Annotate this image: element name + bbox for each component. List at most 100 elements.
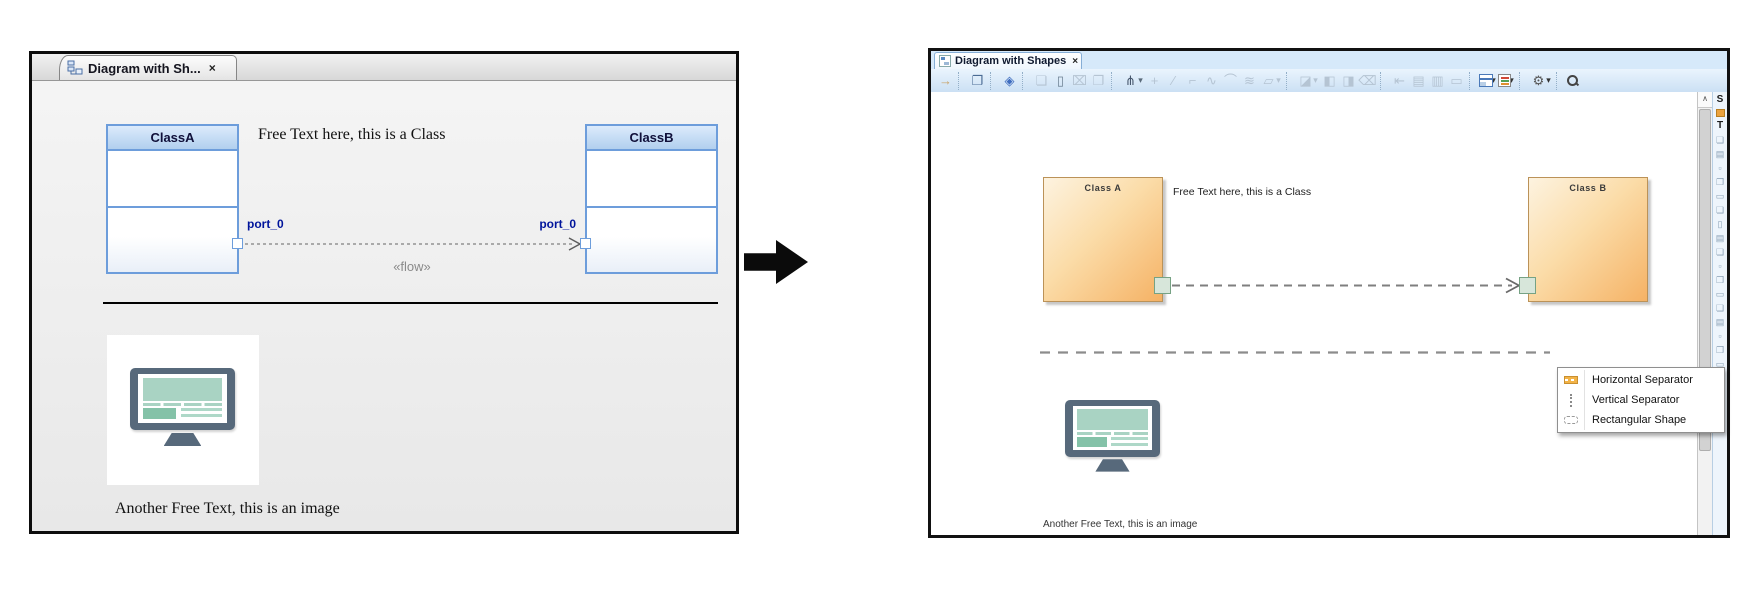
menu-item-label: Rectangular Shape [1592, 414, 1687, 426]
dropdown-caret[interactable]: ▾ [1509, 75, 1514, 85]
toolbar-separator [1519, 71, 1526, 90]
dropdown-caret[interactable]: ▾ [1546, 75, 1551, 85]
line-curve-icon[interactable]: ⌒ [1223, 73, 1237, 88]
dropdown-caret[interactable]: ▾ [1313, 75, 1318, 85]
reroute-icon[interactable]: ▱ [1263, 73, 1274, 88]
classA-box[interactable]: ClassA [106, 124, 239, 274]
palette-shape-icon[interactable] [1715, 109, 1725, 117]
scrollbar-thumb[interactable] [1699, 109, 1711, 451]
palette-tool-icon[interactable]: ▭ [1715, 359, 1725, 369]
classB-compartment-divider [587, 206, 716, 208]
left-diagram-tab[interactable]: Diagram with Sh... × [59, 55, 237, 80]
zoom-search-icon[interactable] [1566, 74, 1579, 87]
clone-icon[interactable]: ❐ [1092, 73, 1105, 88]
hierarchy-icon[interactable]: ⋔ [1125, 73, 1136, 88]
related-elements-icon[interactable]: ❐ [971, 73, 984, 88]
menu-item-vertical-separator[interactable]: Vertical Separator [1558, 390, 1724, 410]
add-shape-icon[interactable]: + [1150, 73, 1159, 88]
palette-tool-icon[interactable]: ▫ [1718, 163, 1722, 173]
layout-grid-icon[interactable]: ▤ [1412, 73, 1425, 88]
horizontal-separator-shape[interactable] [1040, 350, 1552, 356]
classA-port[interactable] [232, 238, 243, 249]
right-tab-label: Diagram with Shapes [955, 55, 1067, 67]
classA-port-label[interactable]: port_0 [247, 217, 284, 231]
layout-columns-icon[interactable]: ▥ [1431, 73, 1444, 88]
line-straight-icon[interactable]: ∕ [1172, 73, 1175, 88]
monitor-text-lines [1110, 436, 1149, 447]
image-caption-text[interactable]: Another Free Text, this is an image [115, 500, 340, 517]
palette-tool-icon[interactable]: ❐ [1715, 177, 1725, 187]
free-text-shape[interactable]: Free Text here, this is a Class [1173, 186, 1312, 198]
dropdown-caret[interactable]: ▾ [1491, 75, 1496, 85]
dropdown-caret[interactable]: ▾ [1138, 75, 1143, 85]
palette-tool-icon[interactable]: ❏ [1715, 205, 1725, 215]
legend-icon[interactable] [1498, 74, 1511, 87]
diagram-canvas[interactable]: Class A Class B Free Text here, this is … [931, 92, 1697, 535]
classA-port[interactable] [1154, 277, 1171, 294]
layout-row-icon[interactable]: ▭ [1450, 73, 1463, 88]
left-tab-close-icon[interactable]: × [208, 61, 216, 75]
line-oblique-icon[interactable]: ∿ [1206, 73, 1217, 88]
image-shape[interactable] [107, 335, 259, 485]
copy-icon[interactable]: ❏ [1035, 73, 1048, 88]
palette-tool-icon[interactable]: ▭ [1715, 191, 1725, 201]
palette-tool-icon[interactable]: ▤ [1715, 317, 1725, 327]
classB-port-label[interactable]: port_0 [539, 217, 576, 231]
menu-item-rectangular-shape[interactable]: Rectangular Shape [1558, 410, 1724, 430]
monitor-screen [138, 374, 227, 423]
flow-connector[interactable] [243, 234, 581, 254]
monitor-stand [1095, 459, 1130, 472]
send-to-back-icon[interactable]: ◨ [1342, 73, 1355, 88]
horizontal-separator-shape[interactable] [103, 302, 718, 304]
right-tab-close-icon[interactable]: × [1072, 55, 1079, 67]
palette-tool-icon[interactable]: ▭ [1715, 289, 1725, 299]
palette-tool-icon[interactable]: ❏ [1715, 303, 1725, 313]
delete-icon[interactable]: ⌧ [1072, 73, 1087, 88]
paste-icon[interactable]: ▯ [1056, 73, 1065, 88]
monitor-sidebar-block [1076, 436, 1107, 447]
free-text-shape[interactable]: Free Text here, this is a Class [258, 126, 446, 143]
palette-tool-icon[interactable]: ❐ [1715, 275, 1725, 285]
vertical-scrollbar[interactable]: ∧ [1697, 92, 1712, 535]
monitor-frame [130, 368, 235, 431]
right-diagram-tab[interactable]: Diagram with Shapes × [934, 52, 1082, 69]
palette-tool-icon[interactable]: ❏ [1715, 247, 1725, 257]
toolbar-separator [990, 71, 997, 90]
shape-palette-strip[interactable]: ST❏▤▫❐▭❏▯▤❏▫❐▭❏▤▫❐▭❏▤ [1712, 92, 1727, 535]
transform-arrow-icon [744, 240, 808, 284]
gear-icon[interactable]: ⚙ [1532, 73, 1545, 88]
window-layout-icon[interactable] [1479, 74, 1493, 87]
classB-port[interactable] [1519, 277, 1536, 294]
dropdown-caret[interactable]: ▾ [1276, 75, 1281, 85]
palette-tool-icon[interactable]: ▫ [1718, 261, 1722, 271]
classA-box[interactable]: Class A [1043, 177, 1163, 302]
palette-tool-icon[interactable]: ▯ [1717, 219, 1723, 229]
forward-icon[interactable]: → [939, 73, 952, 88]
validate-icon[interactable]: ◈ [1004, 73, 1015, 88]
bring-to-front-icon[interactable]: ◧ [1323, 73, 1336, 88]
classB-port[interactable] [580, 238, 591, 249]
scroll-up-icon[interactable]: ∧ [1698, 92, 1712, 108]
eraser-icon[interactable]: ⌫ [1358, 73, 1377, 88]
monitor-menu-row [142, 403, 223, 407]
paint-icon[interactable]: ◪ [1299, 73, 1312, 88]
flow-stereotype-label[interactable]: «flow» [393, 259, 431, 274]
palette-tool-icon[interactable]: ❐ [1715, 345, 1725, 355]
palette-label-t[interactable]: T [1716, 120, 1724, 131]
palette-tool-icon[interactable]: ▫ [1718, 331, 1722, 341]
vertical-separator-icon [1570, 393, 1572, 407]
image-shape[interactable] [1065, 400, 1160, 477]
palette-label-s[interactable]: S [1716, 94, 1724, 105]
menu-item-horizontal-separator[interactable]: Horizontal Separator [1558, 370, 1724, 390]
flow-connector[interactable] [1172, 275, 1524, 296]
monitor-stand [163, 432, 202, 447]
align-icon[interactable]: ⇤ [1394, 73, 1405, 88]
classB-box[interactable]: Class B [1528, 177, 1648, 302]
palette-tool-icon[interactable]: ❏ [1715, 135, 1725, 145]
line-spline-icon[interactable]: ≋ [1244, 73, 1255, 88]
palette-tool-icon[interactable]: ▤ [1715, 149, 1725, 159]
line-rectilinear-icon[interactable]: ⌐ [1188, 73, 1197, 88]
palette-tool-icon[interactable]: ▤ [1715, 233, 1725, 243]
classB-box[interactable]: ClassB [585, 124, 718, 274]
image-caption-text[interactable]: Another Free Text, this is an image [1043, 519, 1198, 530]
